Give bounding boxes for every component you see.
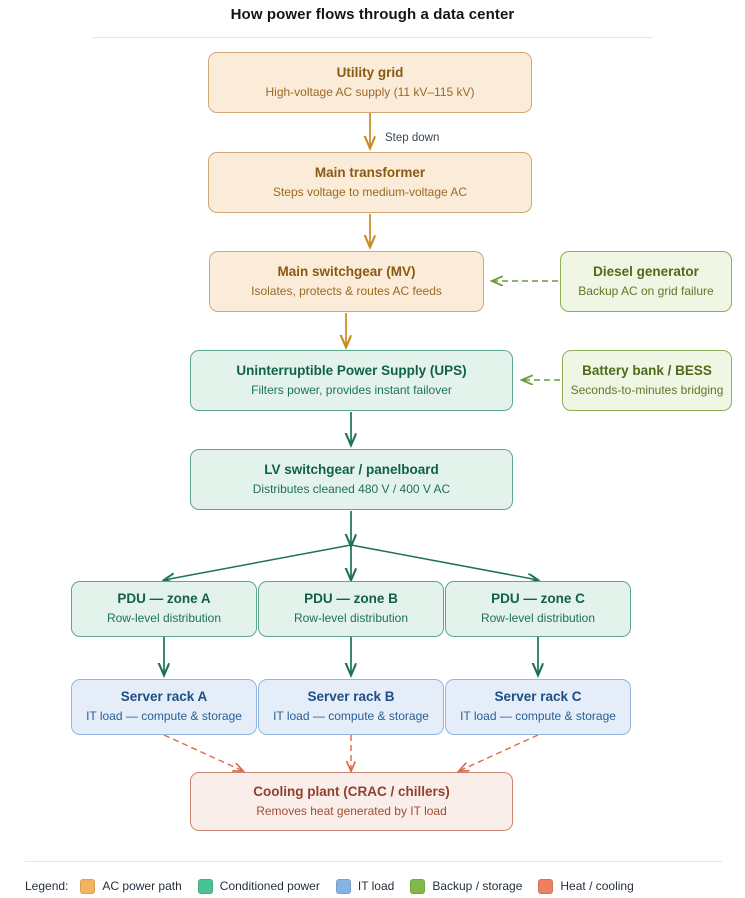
legend-item-it-load: IT load <box>335 878 395 894</box>
node-title: Server rack A <box>120 689 208 705</box>
node-title: Uninterruptible Power Supply (UPS) <box>236 362 467 378</box>
node-title: Main transformer <box>314 164 426 180</box>
node-subtitle: Row-level distribution <box>480 611 596 626</box>
node-title: Main switchgear (MV) <box>277 263 416 279</box>
legend-item-label: Backup / storage <box>432 879 523 893</box>
legend-item-ac-power-path: AC power path <box>80 878 182 894</box>
legend: Legend: AC power path Conditioned power … <box>25 876 650 896</box>
node-subtitle: IT load — compute & storage <box>86 709 242 724</box>
node-title: PDU — zone C <box>491 591 585 607</box>
legend-swatch-icon <box>197 878 213 894</box>
node-pdu-zone-c[interactable]: PDU — zone C Row-level distribution <box>445 581 631 637</box>
page-title: How power flows through a data center <box>230 6 515 23</box>
legend-title: Legend: <box>25 879 69 893</box>
node-subtitle: IT load — compute & storage <box>273 709 429 724</box>
node-pdu-zone-b[interactable]: PDU — zone B Row-level distribution <box>258 581 444 637</box>
node-title: Diesel generator <box>593 263 699 279</box>
node-subtitle: Backup AC on grid failure <box>578 283 714 298</box>
legend-item-label: IT load <box>357 879 395 893</box>
node-title: PDU — zone A <box>117 591 211 607</box>
node-subtitle: Row-level distribution <box>293 611 409 626</box>
node-title: Server rack B <box>307 689 395 705</box>
node-server-rack-b[interactable]: Server rack B IT load — compute & storag… <box>258 679 444 735</box>
node-title: Cooling plant (CRAC / chillers) <box>253 783 450 799</box>
node-title: PDU — zone B <box>304 591 398 607</box>
node-title: LV switchgear / panelboard <box>264 461 439 477</box>
node-main-switchgear[interactable]: Main switchgear (MV) Isolates, protects … <box>209 251 484 312</box>
legend-divider <box>25 861 722 862</box>
legend-item-heat-cooling: Heat / cooling <box>538 878 634 894</box>
legend-item-label: AC power path <box>102 879 182 893</box>
edge-rack-a-to-cooling <box>163 734 243 771</box>
node-ups[interactable]: Uninterruptible Power Supply (UPS) Filte… <box>190 350 513 411</box>
node-server-rack-c[interactable]: Server rack C IT load — compute & storag… <box>445 679 631 735</box>
legend-item-backup-storage: Backup / storage <box>410 878 523 894</box>
legend-swatch-icon <box>538 878 554 894</box>
title-divider <box>93 37 653 38</box>
legend-swatch-icon <box>410 878 426 894</box>
node-subtitle: Removes heat generated by IT load <box>256 803 447 818</box>
edge-rack-c-to-cooling <box>459 734 539 771</box>
node-utility-grid[interactable]: Utility grid High-voltage AC supply (11 … <box>208 52 532 113</box>
node-subtitle: IT load — compute & storage <box>460 709 616 724</box>
legend-item-label: Heat / cooling <box>560 879 634 893</box>
node-diesel-generator[interactable]: Diesel generator Backup AC on grid failu… <box>560 251 732 312</box>
legend-swatch-icon <box>80 878 96 894</box>
node-main-transformer[interactable]: Main transformer Steps voltage to medium… <box>208 152 532 213</box>
node-title: Server rack C <box>494 689 582 705</box>
node-pdu-zone-a[interactable]: PDU — zone A Row-level distribution <box>71 581 257 637</box>
node-server-rack-a[interactable]: Server rack A IT load — compute & storag… <box>71 679 257 735</box>
node-subtitle: Row-level distribution <box>106 611 222 626</box>
edge-label-step-down: Step down <box>385 132 440 144</box>
node-subtitle: High-voltage AC supply (11 kV–115 kV) <box>265 84 475 99</box>
node-subtitle: Steps voltage to medium-voltage AC <box>272 184 468 199</box>
legend-item-label: Conditioned power <box>219 879 320 893</box>
node-subtitle: Filters power, provides instant failover <box>251 382 452 397</box>
node-battery-bank[interactable]: Battery bank / BESS Seconds-to-minutes b… <box>562 350 732 411</box>
node-subtitle: Seconds-to-minutes bridging <box>570 382 724 397</box>
node-title: Battery bank / BESS <box>582 362 712 378</box>
node-subtitle: Isolates, protects & routes AC feeds <box>251 283 442 298</box>
edge-lv-to-pdu-a <box>164 544 352 580</box>
node-title: Utility grid <box>336 64 404 80</box>
node-cooling-plant[interactable]: Cooling plant (CRAC / chillers) Removes … <box>190 772 513 831</box>
legend-swatch-icon <box>335 878 351 894</box>
edge-lv-to-pdu-c <box>350 544 538 580</box>
legend-item-conditioned-power: Conditioned power <box>197 878 320 894</box>
node-lv-switchgear[interactable]: LV switchgear / panelboard Distributes c… <box>190 449 513 510</box>
node-subtitle: Distributes cleaned 480 V / 400 V AC <box>252 481 451 496</box>
